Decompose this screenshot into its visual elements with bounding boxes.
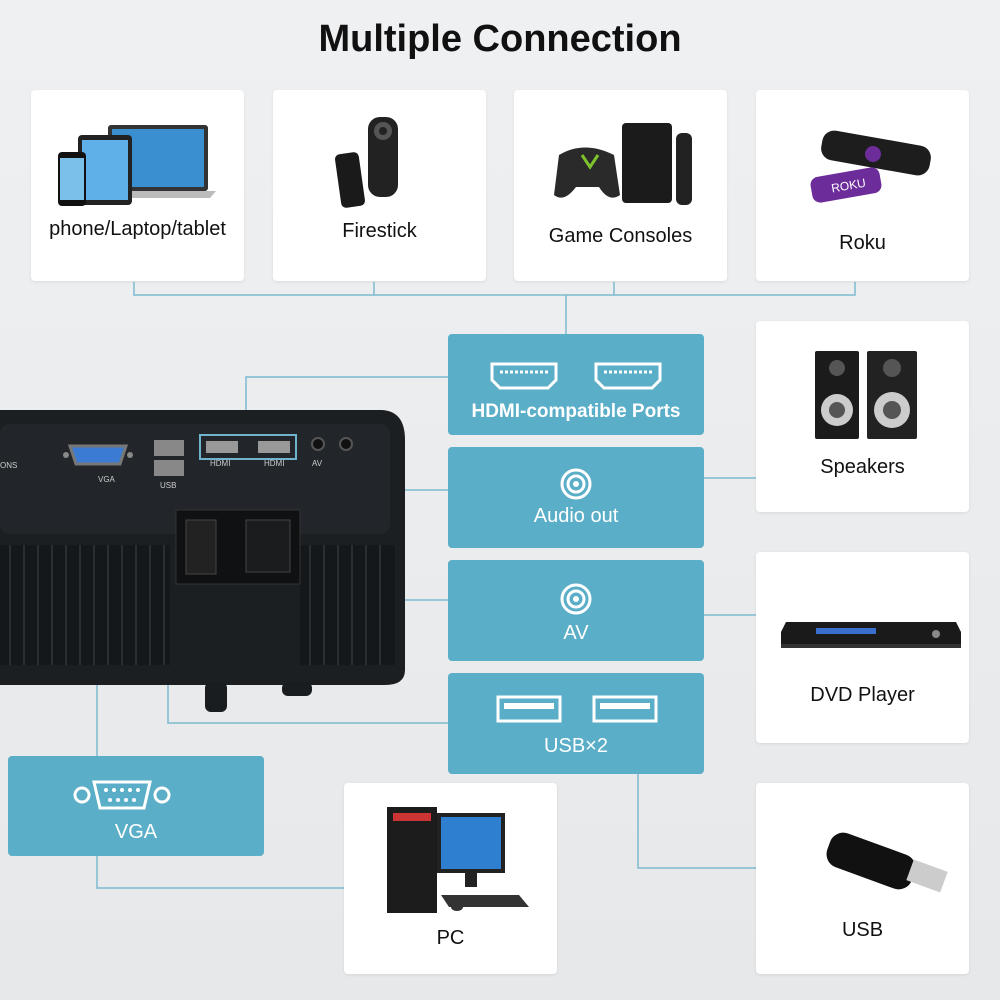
audio-jack-icon: [560, 468, 592, 500]
port-label-usb: USB×2: [544, 735, 608, 757]
device-label-roku: Roku: [839, 232, 886, 254]
panel-label-hdmi2: HDMI: [264, 459, 284, 468]
svg-text:ROKU: ROKU: [830, 176, 867, 196]
page-title: Multiple Connection: [318, 18, 682, 60]
panel-label-av: AV: [312, 459, 323, 468]
device-label-phone: phone/Laptop/tablet: [49, 218, 226, 240]
device-label-usb: USB: [841, 919, 884, 941]
usb-drive-icon: [826, 832, 948, 893]
device-card-pc: PC: [344, 783, 557, 974]
port-box-av: AV: [448, 560, 704, 661]
device-card-consoles: Game Consoles: [514, 90, 727, 281]
game-console-icon: [554, 123, 692, 205]
device-label-pc: PC: [436, 927, 465, 949]
roku-stick-icon: ROKU: [810, 130, 931, 203]
port-box-audio: Audio out: [448, 447, 704, 548]
device-card-roku: ROKU Roku: [756, 90, 969, 281]
port-label-audio: Audio out: [533, 505, 619, 527]
vga-port-icon: [73, 780, 171, 810]
port-box-usb: USB×2: [448, 673, 704, 774]
device-label-consoles: Game Consoles: [548, 225, 693, 247]
device-card-usb: USB: [756, 783, 969, 974]
device-label-dvd: DVD Player: [810, 684, 915, 706]
panel-label-usb: USB: [160, 481, 176, 490]
port-label-hdmi: HDMI-compatible Ports: [471, 401, 681, 422]
device-label-speakers: Speakers: [820, 456, 905, 478]
panel-label-ons: ONS: [0, 461, 17, 470]
hdmi-port-icon: [490, 362, 662, 390]
speakers-icon: [815, 351, 917, 439]
firestick-icon: [335, 117, 398, 208]
port-label-vga: VGA: [114, 821, 158, 843]
device-label-firestick: Firestick: [342, 220, 417, 242]
device-card-dvd: DVD Player: [756, 552, 969, 743]
pc-icon: [387, 807, 529, 913]
laptop-phone-tablet-icon: [58, 125, 216, 206]
port-box-vga: VGA: [8, 756, 264, 856]
device-card-phone: phone/Laptop/tablet: [31, 90, 244, 281]
projector-rear-panel: VGA USB HDMI HDMI AV ONS: [0, 410, 405, 712]
port-box-hdmi: HDMI-compatible Ports: [448, 334, 704, 435]
av-jack-icon: [560, 583, 592, 615]
dvd-player-icon: [781, 622, 961, 648]
panel-label-hdmi1: HDMI: [210, 459, 230, 468]
panel-label-vga: VGA: [98, 475, 116, 484]
usb-port-icon: [496, 695, 658, 723]
port-label-av: AV: [563, 622, 589, 644]
device-card-firestick: Firestick: [273, 90, 486, 281]
device-card-speakers: Speakers: [756, 321, 969, 512]
